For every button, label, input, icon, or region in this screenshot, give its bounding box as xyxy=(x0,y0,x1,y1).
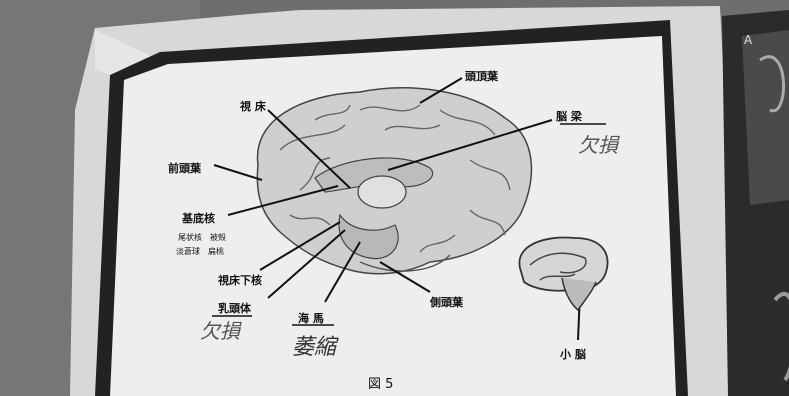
label-thalamus: 視 床 xyxy=(239,99,267,113)
right-panel-letter: A xyxy=(744,33,753,47)
handwriting-hippocampus: 萎縮 xyxy=(292,335,339,360)
handwriting-mammillary: 欠損 xyxy=(200,319,242,343)
label-corpus-callosum: 脳 梁 xyxy=(556,109,583,123)
label-parietal: 頭頂葉 xyxy=(465,69,499,83)
label-basal-ganglia: 基底核 xyxy=(181,211,215,225)
handwriting-corpus-callosum: 欠損 xyxy=(578,133,620,157)
label-basal-sub1: 尾状核 被殻 xyxy=(178,232,226,242)
figure-caption: 図 5 xyxy=(368,377,393,392)
label-hippocampus: 海 馬 xyxy=(298,311,324,325)
label-temporal: 側頭葉 xyxy=(429,295,464,309)
label-basal-sub2: 淡蒼球 扁桃 xyxy=(176,246,224,256)
label-mammillary: 乳頭体 xyxy=(218,301,252,315)
label-frontal: 前頭葉 xyxy=(168,161,202,175)
label-cerebellum: 小 脳 xyxy=(559,347,586,361)
label-hypothalamus: 視床下核 xyxy=(217,273,262,287)
thalamus-shape xyxy=(358,176,406,208)
